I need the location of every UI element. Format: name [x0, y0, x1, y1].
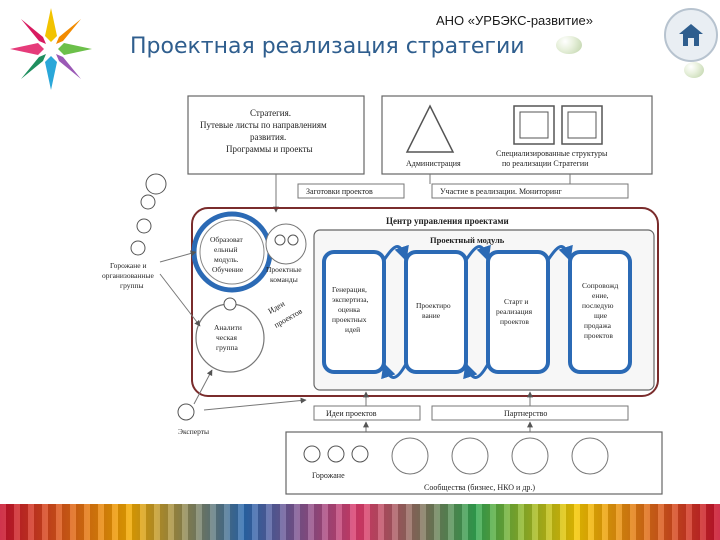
strategy-box: [187, 95, 365, 175]
strategy-line-1: Стратегия.: [250, 108, 291, 118]
specialized-line-2: по реализации Стратегии: [502, 159, 589, 168]
project-drafts-label: Заготовки проектов: [306, 187, 373, 196]
svg-text:проектов: проектов: [584, 331, 613, 340]
smile-icon: [274, 234, 286, 246]
strategy-line-2: Путевые листы по направлениям: [200, 120, 327, 130]
svg-text:продажа: продажа: [584, 321, 612, 330]
smile-icon: [303, 445, 321, 463]
decorative-drop: [684, 62, 704, 78]
ideas-arc-line-1: Идеи: [267, 299, 287, 316]
svg-text:реализация: реализация: [496, 307, 533, 316]
citizens-groups-line-3: группы: [120, 281, 144, 290]
svg-text:вание: вание: [422, 311, 441, 320]
experts-label: Эксперты: [178, 427, 209, 436]
smile-icon: [351, 445, 369, 463]
smile-icon: [140, 194, 156, 210]
participation-box: [431, 183, 629, 199]
company-logo-icon: [10, 8, 92, 90]
smile-icon: [130, 240, 146, 256]
stage-4-box: Сопровожд ение, последую щие продажа про…: [568, 250, 632, 374]
project-module-title: Проектный модуль: [430, 235, 505, 245]
edu-line-4: Обучение: [212, 265, 244, 274]
project-management-center: [191, 207, 659, 397]
project-teams-circle: [265, 223, 307, 265]
administration-label: Администрация: [406, 159, 461, 168]
structure-square-1: [513, 105, 555, 145]
edu-line-1: Образоват: [210, 235, 244, 244]
organization-name: АНО «УРБЭКС-развитие»: [436, 13, 593, 28]
citizens-groups-line-2: организованные: [102, 271, 154, 280]
page-title: Проектная реализация стратегии: [130, 34, 525, 59]
project-ideas-label: Идеи проектов: [326, 409, 377, 418]
strategy-line-4: Программы и проекты: [226, 144, 313, 154]
community-circle-4: [571, 437, 609, 475]
decorative-drop: [556, 36, 582, 54]
citizens-label: Горожане: [312, 471, 345, 480]
analytic-line-2: ческая: [216, 333, 237, 342]
svg-text:проектных: проектных: [332, 315, 367, 324]
stage-1-box: Генерация, экспертиза, оценка проектных …: [322, 250, 386, 374]
participation-label: Участие в реализации. Мониторинг: [440, 187, 562, 196]
analytic-line-3: группа: [216, 343, 239, 352]
svg-text:Старт и: Старт и: [504, 297, 528, 306]
smile-icon: [145, 173, 167, 195]
community-circle-2: [451, 437, 489, 475]
svg-text:оценка: оценка: [338, 305, 361, 314]
decorative-bottom-banner: [0, 504, 720, 540]
svg-text:Генерация,: Генерация,: [332, 285, 367, 294]
project-drafts-box: [297, 183, 405, 199]
community-circle-3: [511, 437, 549, 475]
smile-icon: [287, 234, 299, 246]
analytic-line-1: Аналити: [214, 323, 242, 332]
svg-text:Проектиро: Проектиро: [416, 301, 451, 310]
svg-text:Сопровожд: Сопровожд: [582, 281, 619, 290]
svg-text:ение,: ение,: [592, 291, 609, 300]
edu-line-2: ельный: [214, 245, 238, 254]
stage-3-box: Старт и реализация проектов: [486, 250, 550, 374]
smile-icon: [136, 218, 152, 234]
project-ideas-box: [313, 405, 421, 421]
community-circle-1: [391, 437, 429, 475]
project-teams-line-2: команды: [270, 275, 298, 284]
smile-icon: [223, 297, 237, 311]
house-lock-emblem-icon: [664, 8, 718, 62]
pmc-title: Центр управления проектами: [386, 216, 509, 226]
strategy-line-3: развития.: [250, 132, 286, 142]
administration-triangle: [405, 104, 455, 153]
svg-text:последую: последую: [582, 301, 614, 310]
specialized-line-1: Специализированные структуры: [496, 149, 608, 158]
community-label: Сообщества (бизнес, НКО и др.): [424, 483, 535, 492]
structures-box: [381, 95, 653, 175]
svg-text:идей: идей: [345, 325, 360, 334]
expert-smile-icon: [177, 403, 195, 421]
smile-icon: [327, 445, 345, 463]
svg-text:проектов: проектов: [500, 317, 529, 326]
structure-square-2: [561, 105, 603, 145]
svg-text:щие: щие: [594, 311, 608, 320]
svg-text:экспертиза,: экспертиза,: [332, 295, 369, 304]
citizens-groups-line-1: Горожане и: [110, 261, 146, 270]
partnership-label: Партнерство: [504, 409, 547, 418]
strategy-diagram: Стратегия. Путевые листы по направлениям…: [100, 92, 666, 498]
stage-2-box: Проектиро вание: [404, 250, 468, 374]
project-teams-line-1: Проектные: [266, 265, 302, 274]
edu-line-3: модуль.: [214, 255, 239, 264]
